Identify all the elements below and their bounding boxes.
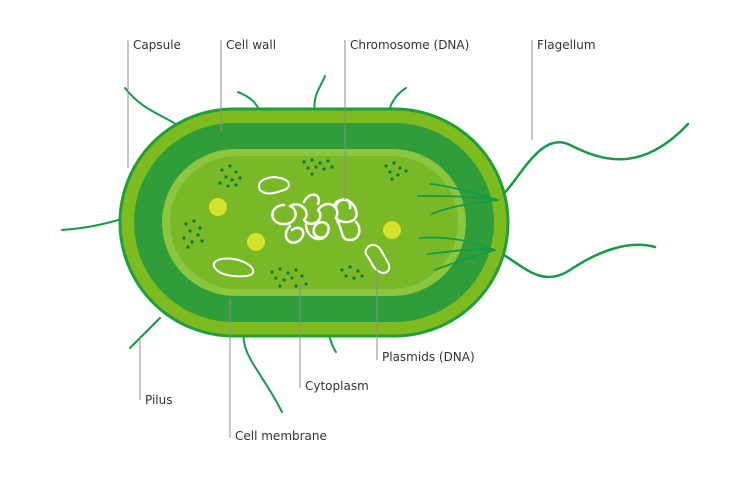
plasmid [258, 176, 290, 195]
label-pilus: Pilus [145, 393, 173, 407]
ribosome-cluster [182, 219, 204, 249]
ribosomes [182, 158, 408, 288]
labels: Capsule Cell wall Chromosome (DNA) Flage… [133, 38, 596, 443]
plasmid [212, 257, 255, 278]
flagellum-bases [417, 183, 499, 271]
flagellum-lower [493, 243, 657, 279]
granules [209, 198, 401, 251]
pilus-bottom-1 [242, 329, 283, 413]
ribosome-cluster [340, 265, 364, 280]
label-plasmids: Plasmids (DNA) [382, 350, 475, 364]
pilus-bottom-left [129, 317, 161, 349]
ribosome-cluster [384, 161, 408, 181]
pilus-top-2 [313, 75, 326, 113]
ribosome-cluster [218, 164, 242, 188]
granule [383, 221, 401, 239]
label-chromosome: Chromosome (DNA) [350, 38, 469, 52]
plasmids [212, 176, 391, 278]
leader-lines [127, 40, 533, 438]
ribosome-cluster [302, 158, 334, 176]
granule [209, 198, 227, 216]
label-cell-wall: Cell wall [226, 38, 276, 52]
granule [247, 233, 265, 251]
label-cell-membrane: Cell membrane [235, 429, 327, 443]
ribosome-cluster [270, 267, 308, 288]
plasmid [364, 244, 391, 274]
label-cytoplasm: Cytoplasm [305, 379, 369, 393]
label-capsule: Capsule [133, 38, 181, 52]
label-flagellum: Flagellum [537, 38, 596, 52]
flagellum-upper [496, 122, 690, 202]
